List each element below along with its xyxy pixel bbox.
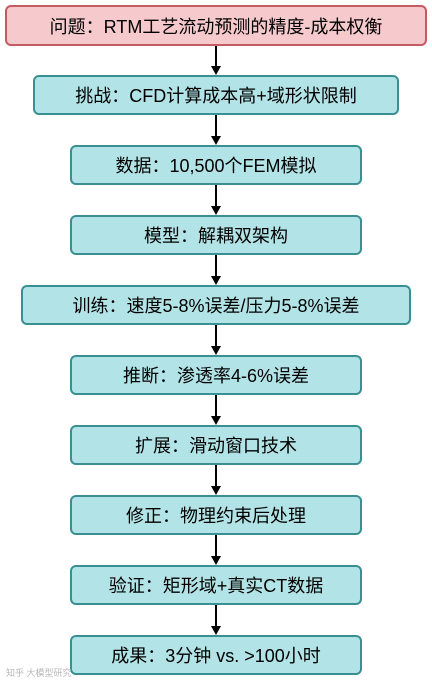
step-label: 推断：渗透率4-6%误差 (122, 366, 310, 386)
step-model: 模型：解耦双架构 (70, 215, 362, 255)
arrow-down (211, 185, 221, 215)
step-data: 数据：10,500个FEM模拟 (70, 145, 362, 185)
step-inference: 推断：渗透率4-6%误差 (70, 355, 362, 395)
step-label: 训练：速度5-8%误差/压力5-8%误差 (72, 296, 360, 316)
step-label: 修正：物理约束后处理 (126, 506, 306, 526)
step-problem: 问题：RTM工艺流动预测的精度-成本权衡 (5, 5, 427, 46)
step-label: 成果：3分钟 vs. >100小时 (111, 646, 321, 666)
arrow-down (211, 465, 221, 495)
step-label: 扩展：滑动窗口技术 (135, 436, 297, 456)
step-label: 挑战：CFD计算成本高+域形状限制 (75, 86, 357, 106)
arrow-down (211, 115, 221, 145)
step-training: 训练：速度5-8%误差/压力5-8%误差 (21, 285, 411, 325)
step-label: 验证：矩形域+真实CT数据 (108, 576, 324, 596)
arrow-down (211, 325, 221, 355)
step-label: 问题：RTM工艺流动预测的精度-成本权衡 (49, 16, 383, 37)
watermark: 知乎 大模型研究 (6, 668, 72, 678)
arrow-down (211, 395, 221, 425)
step-correction: 修正：物理约束后处理 (70, 495, 362, 535)
step-label: 数据：10,500个FEM模拟 (115, 156, 317, 176)
arrow-down (211, 535, 221, 565)
arrow-down (211, 605, 221, 635)
step-extension: 扩展：滑动窗口技术 (70, 425, 362, 465)
arrow-down (211, 255, 221, 285)
step-validation: 验证：矩形域+真实CT数据 (70, 565, 362, 605)
step-result: 成果：3分钟 vs. >100小时 (70, 635, 362, 675)
arrow-down (211, 46, 221, 75)
step-label: 模型：解耦双架构 (144, 226, 288, 246)
step-challenge: 挑战：CFD计算成本高+域形状限制 (33, 75, 399, 115)
